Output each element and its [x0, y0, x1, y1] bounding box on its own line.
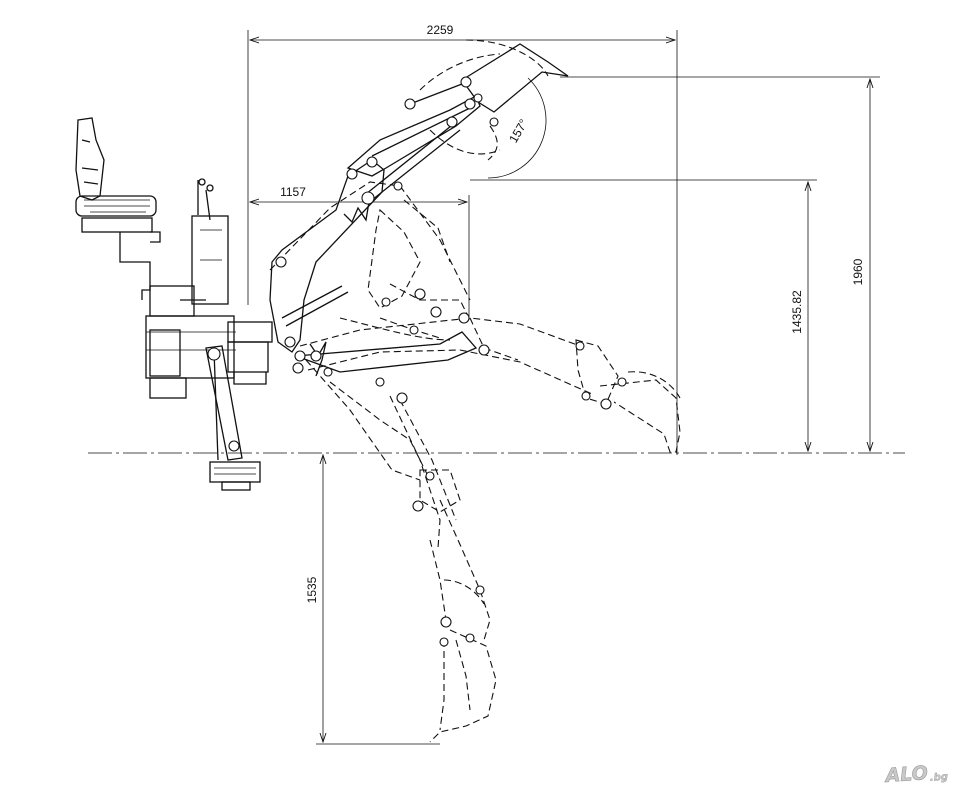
dimension-height-dump: 1435.82 — [470, 179, 817, 451]
backhoe-solid-position — [269, 43, 569, 377]
dimension-bucket-angle-label: 157° — [506, 117, 531, 146]
dimension-reach-total-label: 2259 — [427, 23, 454, 37]
stabilizer-leg — [205, 345, 261, 491]
watermark-brand: ALO — [883, 762, 929, 787]
watermark-suffix: .bg — [929, 772, 948, 784]
dimension-height-max-label: 1960 — [851, 258, 865, 285]
dimension-reach-inner-label: 1157 — [280, 185, 306, 199]
bucket-solid — [461, 43, 569, 113]
dimension-reach-total: 2259 — [247, 23, 678, 455]
mounting-frame — [145, 178, 273, 399]
pivot-pins — [275, 76, 627, 647]
backhoe-dashed-dig-position — [305, 359, 497, 743]
backhoe-dashed-dump-position — [269, 39, 549, 339]
watermark-logo: ALO .bg — [883, 762, 949, 788]
dimension-dig-depth-label: 1535 — [305, 576, 319, 603]
boom-cylinder — [281, 285, 349, 327]
dimension-height-max: 1960 — [560, 76, 880, 451]
arm-solid — [346, 95, 481, 177]
boom-solid — [269, 159, 385, 353]
arm-cylinder — [365, 121, 461, 201]
backhoe-dashed-reach-position — [299, 317, 681, 453]
operator-seat — [75, 117, 161, 300]
dimension-height-dump-label: 1435.82 — [790, 290, 804, 334]
dimension-dig-depth: 1535 — [305, 455, 440, 745]
